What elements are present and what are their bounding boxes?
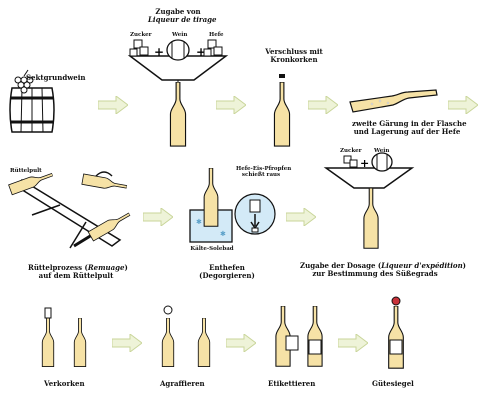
barrel-icon <box>9 87 55 133</box>
label-part: Rüttelprozess ( <box>28 263 88 272</box>
arrow-icon <box>112 334 142 352</box>
label-hefe: Hefe <box>209 32 224 38</box>
arrow-icon <box>338 334 368 352</box>
label-verkorken: Verkorken <box>44 379 85 388</box>
wire-cage-icon <box>163 305 173 315</box>
bottle-icon <box>363 188 379 249</box>
arrow-icon <box>286 208 316 226</box>
label-ruettelprozess: Rüttelprozess (Remuage) auf dem Rüttelpu… <box>28 263 128 281</box>
label-wein-2: Wein <box>374 148 390 154</box>
label-line: Zugabe von <box>155 7 201 16</box>
wine-barrel-icon <box>166 39 190 61</box>
cork-icon <box>44 307 52 319</box>
label-verschluss: Verschluss mit Kronkorken <box>264 47 324 65</box>
funnel-icon <box>323 167 415 189</box>
label-line: (Degorgieren) <box>199 271 255 281</box>
label-part: ) <box>124 263 128 272</box>
arrow-icon <box>226 334 256 352</box>
lying-bottle-icon <box>349 89 438 113</box>
seal-icon <box>391 296 401 306</box>
arrow-icon <box>143 208 173 226</box>
plus-icon: + <box>154 45 164 59</box>
label-line: Kronkorken <box>270 55 318 65</box>
ice-plug-icon <box>234 193 276 235</box>
bottle-icon <box>161 318 175 368</box>
label-line: zweite Gärung in der Flasche <box>352 119 467 128</box>
rotate-arrow-icon <box>95 171 113 177</box>
grapes-icon <box>14 69 34 94</box>
label-part-italic: Liqueur d'expédition <box>381 261 463 270</box>
bottle-icon <box>307 306 323 367</box>
svg-text:✱: ✱ <box>220 230 226 238</box>
label-line: und Lagerung auf der Hefe <box>353 127 461 137</box>
arrow-icon <box>216 96 246 114</box>
bottle-icon <box>169 82 187 147</box>
label-zucker-2: Zucker <box>340 148 362 154</box>
label-guetesiegel: Gütesiegel <box>372 379 414 388</box>
bottle-icon <box>81 173 128 193</box>
label-line-italic: Liqueur de tirage <box>148 15 217 25</box>
label-kaelte: Kälte-Solebad <box>190 246 234 252</box>
svg-text:+: + <box>196 45 206 59</box>
bottle-icon <box>197 318 211 368</box>
label-zucker: Zucker <box>130 32 152 38</box>
funnel-icon <box>127 55 229 81</box>
label-part: Zugabe der Dosage ( <box>300 261 382 270</box>
label-gaerung: zweite Gärung in der Flasche und Lagerun… <box>352 119 467 137</box>
label-line: schießt raus <box>241 172 281 179</box>
riddling-rack-icon <box>14 179 122 249</box>
arrow-icon <box>98 96 128 114</box>
sugar-cubes-icon <box>343 155 358 168</box>
yeast-icon <box>203 39 223 57</box>
label-icon <box>285 335 299 351</box>
label-wein: Wein <box>172 32 188 38</box>
arrow-icon <box>308 96 338 114</box>
svg-text:✱: ✱ <box>196 218 202 226</box>
label-ruettelpult: Rüttelpult <box>10 168 42 174</box>
label-part-italic: Remuage <box>87 263 125 272</box>
crown-cap-icon <box>279 74 285 78</box>
label-line: Hefe-Eis-Pfropfen <box>236 166 292 172</box>
label-etikettieren: Etikettieren <box>268 379 316 388</box>
label-line: Verschluss mit <box>265 47 323 56</box>
label-sektgrundwein: Sektgrundwein <box>26 73 86 82</box>
label-enthefen: Enthefen (Degorgieren) <box>192 263 262 281</box>
label-line: zur Bestimmung des Süßegrads <box>312 269 438 279</box>
svg-text:+: + <box>360 157 369 170</box>
bottle-icon <box>388 306 404 369</box>
arrow-icon <box>448 96 478 114</box>
bottle-icon <box>273 82 291 147</box>
label-dosage: Zugabe der Dosage (Liqueur d'expédition)… <box>300 261 466 279</box>
label-line: auf dem Rüttelpult <box>38 271 114 281</box>
sugar-cubes-icon <box>129 39 149 57</box>
bottle-icon <box>41 318 55 368</box>
label-agraffieren: Agraffieren <box>160 379 205 388</box>
label-zugabe-tirage: Zugabe von Liqueur de tirage <box>148 7 216 24</box>
bottle-icon <box>73 318 87 368</box>
label-part: ) <box>462 261 466 270</box>
label-line: Enthefen <box>209 263 245 272</box>
label-pfropfen: Hefe-Eis-Pfropfen schießt raus <box>236 166 292 179</box>
wine-barrel-icon <box>371 152 393 172</box>
bottle-icon <box>203 168 219 227</box>
